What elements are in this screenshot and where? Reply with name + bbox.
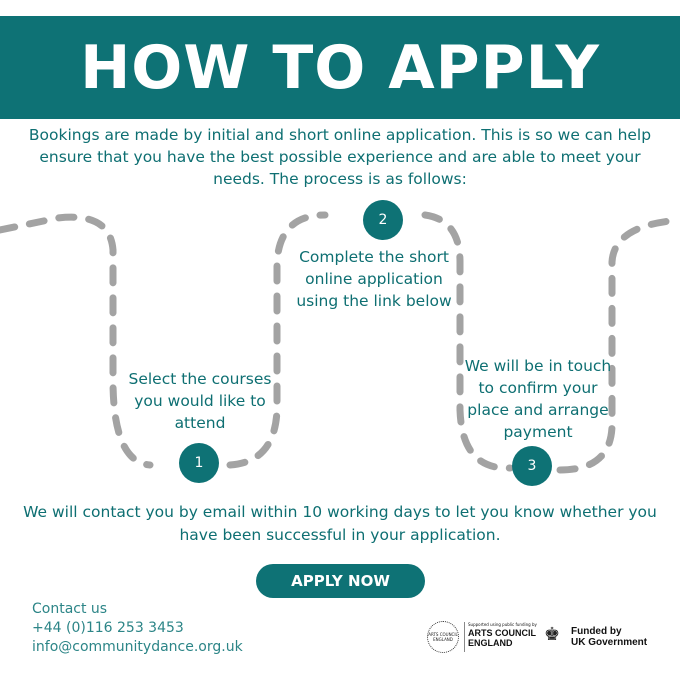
contact-phone[interactable]: +44 (0)116 253 3453 (32, 620, 184, 636)
step-2-text: Complete the short online application us… (296, 248, 452, 310)
arts-council-seal-icon: ARTS COUNCIL ENGLAND (427, 621, 459, 653)
funder-logos: ARTS COUNCIL ENGLAND Supported using pub… (427, 620, 652, 654)
gov-line-1: Funded by (571, 626, 622, 637)
uk-government-logo: Funded by UK Government (571, 626, 647, 648)
logo-divider (464, 622, 465, 652)
step-1-text: Select the courses you would like to att… (128, 370, 272, 432)
step-3-badge: 3 (512, 446, 552, 486)
royal-crest-icon: ♚ (544, 624, 561, 645)
intro-text: Bookings are made by initial and short o… (28, 126, 652, 188)
arts-council-tagline: Supported using public funding by (468, 622, 537, 627)
gov-line-2: UK Government (571, 637, 648, 648)
step-3-text: We will be in touch to confirm your plac… (464, 357, 612, 441)
apply-now-button[interactable]: APPLY NOW (256, 564, 425, 598)
step-2-badge: 2 (363, 200, 403, 240)
contact-email[interactable]: info@communitydance.org.uk (32, 639, 243, 655)
contact-block: Contact us +44 (0)116 253 3453 info@comm… (32, 600, 243, 657)
page-title: HOW TO APPLY (80, 32, 600, 103)
outro-text: We will contact you by email within 10 w… (23, 503, 657, 544)
contact-heading: Contact us (32, 601, 108, 617)
title-banner: HOW TO APPLY (0, 16, 680, 119)
arts-council-name-2: ENGLAND (468, 638, 513, 648)
arts-council-name-1: ARTS COUNCIL (468, 628, 536, 638)
step-1-badge: 1 (179, 443, 219, 483)
arts-council-logo: Supported using public funding by ARTS C… (468, 622, 537, 648)
